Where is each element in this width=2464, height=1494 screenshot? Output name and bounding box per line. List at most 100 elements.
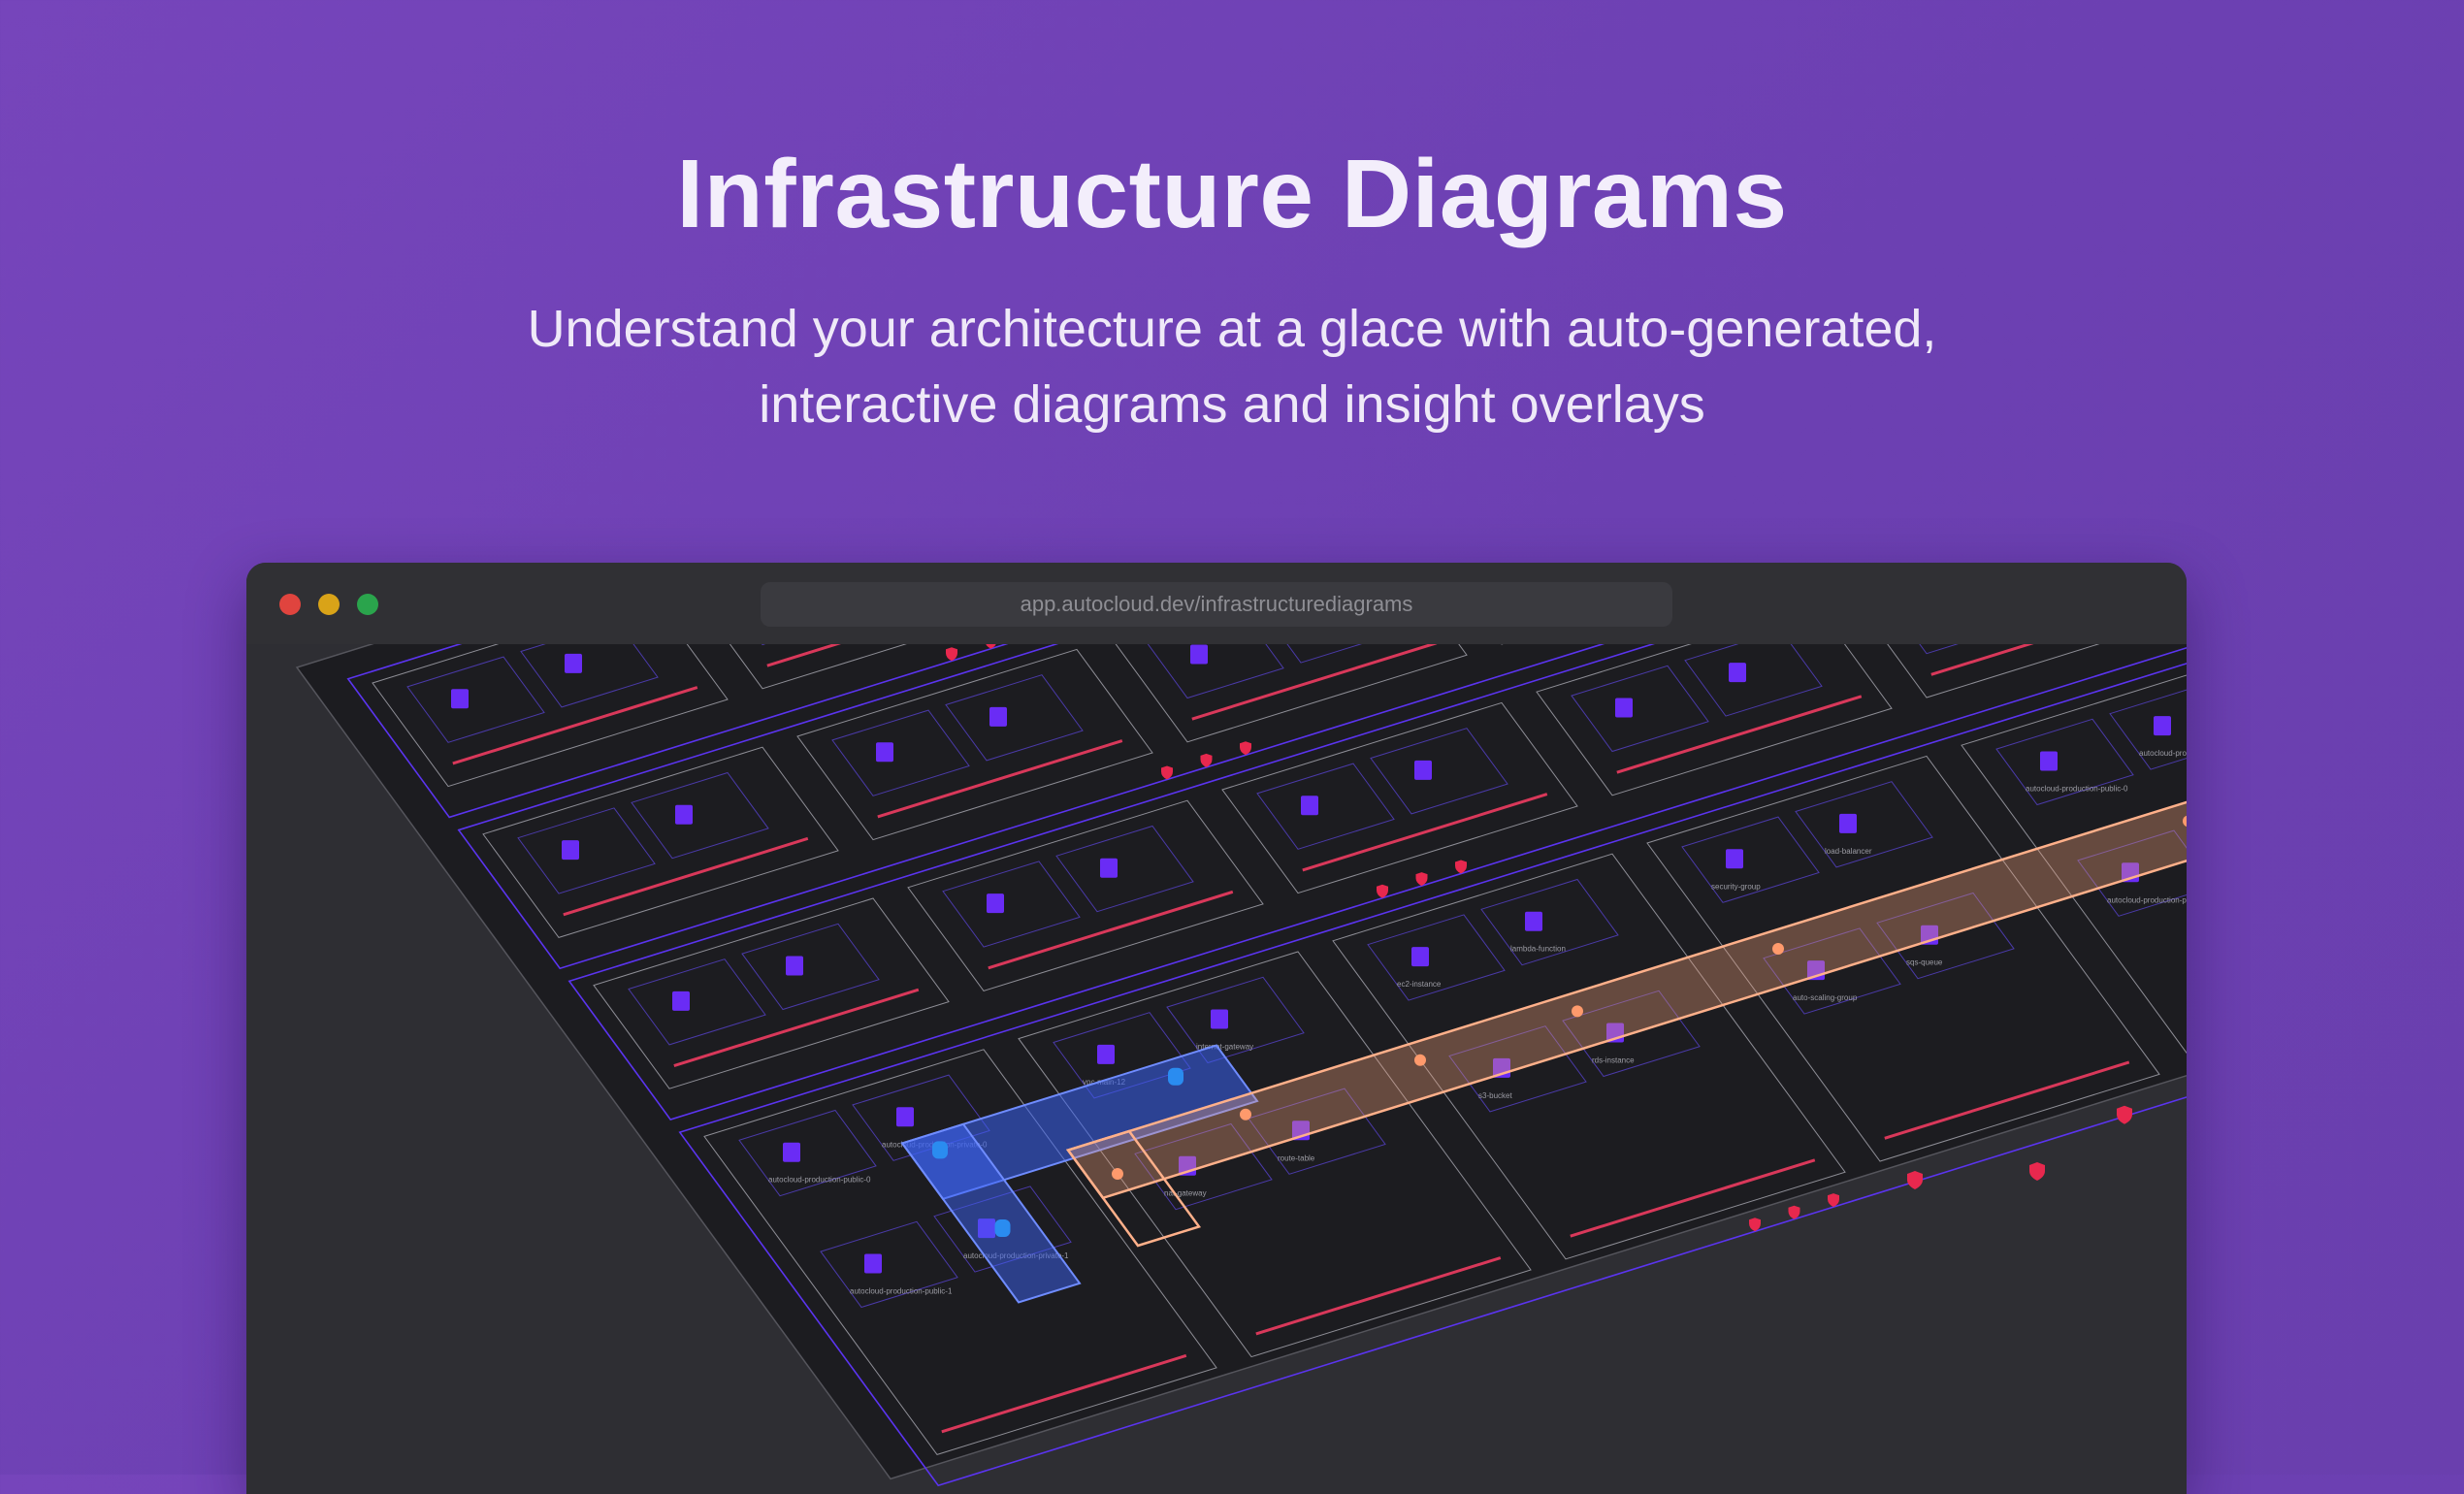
- resource-group-outline: [1147, 644, 1284, 699]
- ec2-instance-icon: [1301, 796, 1318, 816]
- resource-group-outline: [1256, 763, 1395, 850]
- security-group-shield-icon: [1200, 753, 1213, 767]
- hero-subtitle: Understand your architecture at a glace …: [527, 300, 1937, 434]
- resource-label: ec2-instance: [1397, 980, 1442, 989]
- resource-label: autocloud-production-public-0: [2026, 785, 2128, 794]
- route-table-line: [1191, 644, 1438, 721]
- resource-group-outline: [1248, 1088, 1386, 1175]
- resource-group-outline: [2077, 829, 2187, 917]
- resource-label: autocloud-production-private-0: [2139, 749, 2187, 758]
- resource-group-outline: [1166, 976, 1305, 1064]
- browser-window: app.autocloud.dev/infrastructurediagrams…: [246, 563, 2187, 1494]
- ec2-instance-icon: [989, 706, 1007, 727]
- route-table-line: [1930, 644, 2034, 676]
- window-close-button[interactable]: [279, 594, 301, 615]
- resource-group-outline: [738, 1109, 877, 1197]
- diagram-viewport[interactable]: autocloud-production-public-0 autocloud-p…: [246, 644, 2187, 1494]
- security-group-shield-icon: [946, 647, 957, 662]
- lambda-function-icon: [2183, 815, 2187, 828]
- resource-group-outline: [1367, 914, 1506, 1001]
- infrastructure-diagram-canvas[interactable]: autocloud-production-public-0 autocloud-p…: [246, 644, 2187, 1494]
- resource-group-outline: [1134, 1122, 1273, 1211]
- ec2-instance-icon: [2154, 716, 2171, 736]
- subnet-outline: [482, 746, 839, 938]
- resource-group-outline: [942, 861, 1081, 948]
- subnet-outline: [1332, 853, 1846, 1260]
- subnet-outline: [729, 644, 907, 690]
- security-group-shield-icon: [1455, 860, 1467, 874]
- resource-group-outline: [1876, 892, 2015, 980]
- vpc-region-outline: [346, 644, 1009, 819]
- resource-group-outline: [741, 923, 880, 1011]
- security-group-shield-icon: [1828, 1193, 1839, 1208]
- route-table-line: [452, 686, 698, 765]
- highlighted-network-path: [900, 1122, 1082, 1304]
- resource-label: internet-gateway: [1196, 1043, 1253, 1052]
- subnet-outline: [1887, 644, 2100, 698]
- subnet-outline: [796, 648, 1153, 841]
- resource-group-outline: [1055, 825, 1194, 913]
- resource-group-outline: [520, 644, 659, 708]
- ec2-instance-icon: [565, 653, 582, 673]
- subnet-outline: [372, 644, 729, 788]
- ec2-instance-icon: [786, 956, 803, 976]
- resource-label: rds-instance: [1592, 1056, 1635, 1065]
- subnet-outline: [1115, 644, 1468, 743]
- window-maximize-button[interactable]: [357, 594, 378, 615]
- subnet-outline: [1221, 701, 1578, 894]
- resource-group-outline: [1995, 718, 2134, 806]
- resource-label: autocloud-production-public-0: [768, 1176, 871, 1185]
- security-group-shield-icon: [1788, 1205, 1800, 1219]
- route-table-line: [1884, 1060, 2130, 1140]
- route-table-line: [988, 890, 1234, 970]
- resource-label: s3-bucket: [1478, 1091, 1512, 1100]
- highlighted-data-flow: [1065, 1129, 1202, 1248]
- resource-label: nat-gateway: [1164, 1189, 1207, 1198]
- resource-group-outline: [1795, 781, 1933, 868]
- vpc-region-outline: [678, 663, 2187, 1487]
- s3-bucket-icon: [994, 1219, 1011, 1237]
- s3-bucket-icon: [1168, 1067, 1183, 1086]
- ec2-instance-icon: [672, 991, 690, 1011]
- lambda-function-icon: [1414, 1054, 1426, 1066]
- route-table-line: [941, 1353, 1187, 1434]
- ec2-instance-icon: [876, 742, 893, 763]
- resource-group-outline: [1684, 644, 1823, 717]
- security-group-shield-icon: [1415, 872, 1428, 887]
- route-table-line: [877, 739, 1123, 819]
- route-table-line: [563, 836, 809, 917]
- resource-label: sqs-queue: [1906, 958, 1943, 967]
- ec2-instance-icon: [864, 1253, 882, 1274]
- resource-group-outline: [406, 656, 545, 743]
- resource-group-outline: [831, 709, 970, 796]
- resource-group-outline: [1562, 990, 1701, 1078]
- vpc-region-outline: [457, 644, 1605, 970]
- subnet-outline: [703, 1049, 1217, 1455]
- window-minimize-button[interactable]: [318, 594, 340, 615]
- resource-group-outline: [1480, 878, 1619, 966]
- route-table-line: [1302, 793, 1548, 872]
- subnet-outline: [1646, 755, 2160, 1162]
- ec2-instance-icon: [562, 840, 579, 861]
- resource-label: security-group: [1711, 882, 1761, 891]
- ec2-instance-icon: [1100, 858, 1118, 878]
- resource-group-outline: [945, 674, 1084, 762]
- vpc-region-outline: [567, 644, 2187, 1120]
- address-bar[interactable]: app.autocloud.dev/infrastructurediagrams: [761, 582, 1672, 627]
- resource-group-outline: [628, 958, 766, 1046]
- security-group-shield-icon: [2029, 1162, 2045, 1181]
- subnet-outline: [1961, 674, 2187, 1055]
- security-group-shield-icon: [1907, 1171, 1923, 1189]
- resource-group-outline: [1370, 728, 1508, 815]
- resource-group-outline: [517, 807, 656, 894]
- ec2-instance-icon: [1839, 813, 1857, 833]
- resource-group-outline: [1571, 665, 1709, 753]
- route-table-line: [1616, 695, 1863, 774]
- lambda-function-icon: [1572, 1005, 1583, 1018]
- resource-group-outline: [2109, 689, 2187, 770]
- ec2-instance-icon: [451, 689, 469, 709]
- security-group-shield-icon: [1161, 765, 1173, 780]
- ec2-instance-icon: [783, 1142, 800, 1162]
- security-group-shield-icon: [1749, 1218, 1761, 1232]
- route-table-line: [1570, 1158, 1816, 1238]
